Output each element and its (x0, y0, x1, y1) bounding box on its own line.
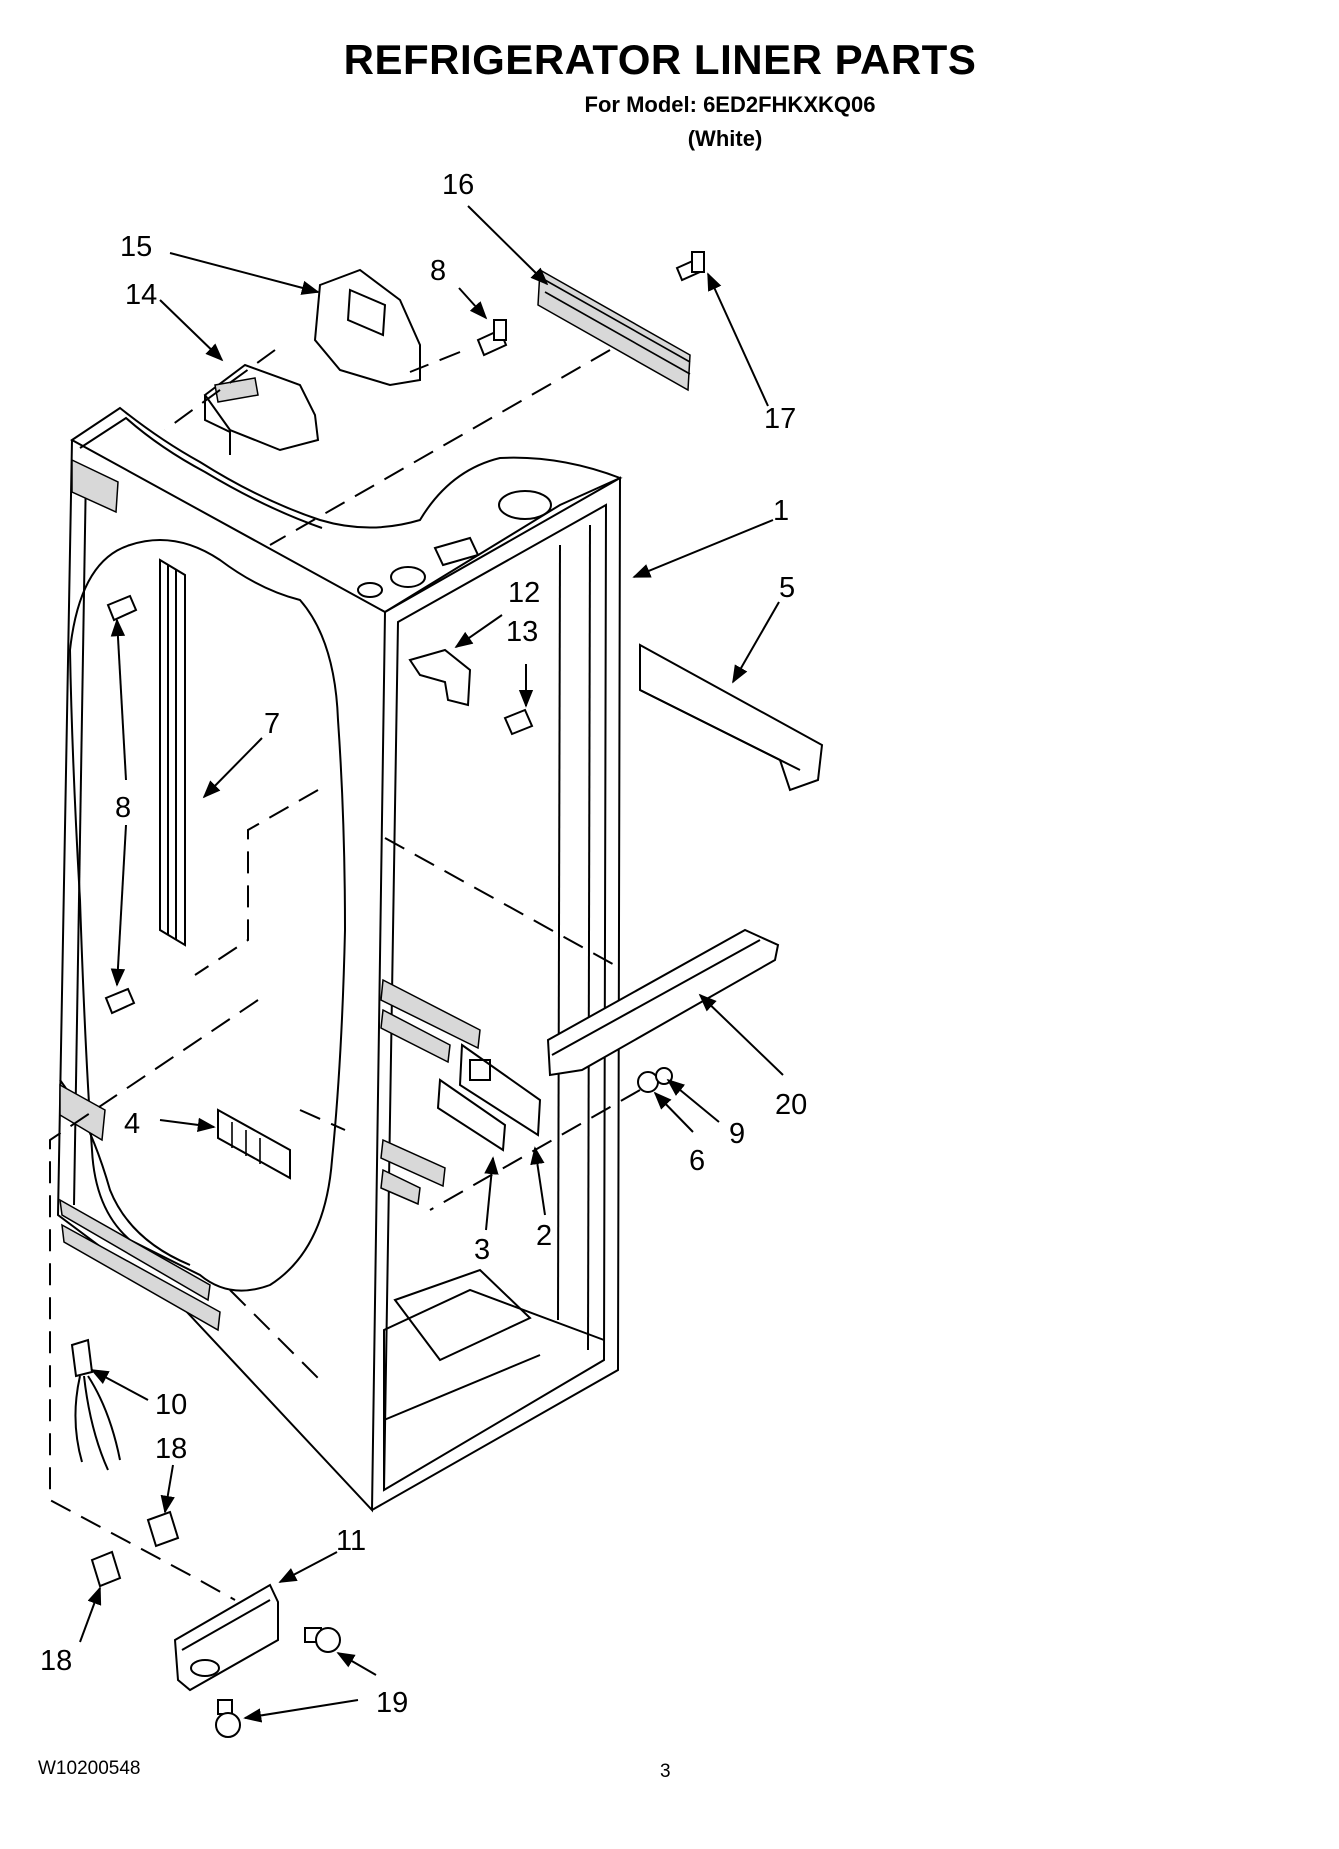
gasket-strip (537, 268, 691, 392)
screw-8-upper-left (106, 594, 138, 622)
bracket-12 (408, 648, 472, 707)
callout-20: 20 (775, 1089, 807, 1121)
callout-labels: 16 15 14 8 17 1 5 12 13 7 8 20 9 6 2 3 4… (40, 169, 807, 1719)
model-color: (White) (687, 126, 763, 151)
callout-4: 4 (124, 1108, 140, 1140)
screw-8-top (476, 319, 508, 357)
callout-9: 9 (729, 1118, 745, 1150)
callout-6: 6 (689, 1145, 705, 1177)
screw-13 (503, 708, 534, 736)
callout-15: 15 (120, 231, 152, 263)
callout-11: 11 (336, 1525, 366, 1557)
callout-13: 13 (506, 616, 538, 648)
callout-18-lower: 18 (40, 1645, 72, 1677)
light-housing-11 (173, 1583, 279, 1692)
bulb-19-b (215, 1699, 241, 1738)
callout-7: 7 (264, 708, 280, 740)
screw-8-lower-left (104, 987, 136, 1015)
callout-19: 19 (376, 1687, 408, 1719)
callout-5: 5 (779, 572, 795, 604)
document-number: W10200548 (38, 1758, 141, 1779)
rail-3 (436, 1078, 507, 1152)
callout-3: 3 (474, 1234, 490, 1266)
fastener-6-9 (637, 1067, 673, 1093)
wire-harness-10 (70, 1338, 121, 1471)
socket-18-b (90, 1550, 122, 1588)
callout-14: 14 (125, 279, 157, 311)
shelf-trim-5 (639, 643, 824, 792)
callout-8-left: 8 (115, 792, 131, 824)
model-number: For Model: 6ED2FHKXKQ06 (584, 92, 876, 117)
vent-4 (217, 1108, 291, 1180)
callout-18-upper: 18 (155, 1433, 187, 1465)
callout-16: 16 (442, 169, 474, 201)
bulb-19-a (304, 1627, 341, 1653)
callout-10: 10 (155, 1389, 187, 1421)
callout-8-top: 8 (430, 255, 446, 287)
assembly-lines (49, 349, 641, 1601)
socket-18-a (146, 1510, 180, 1548)
refrigerator-liner (56, 406, 623, 1513)
callout-1: 1 (773, 495, 789, 527)
page-title: REFRIGERATOR LINER PARTS (343, 36, 977, 83)
shelf-rail (159, 558, 186, 947)
control-bracket (313, 268, 421, 387)
control-housing (203, 363, 320, 455)
callout-17: 17 (764, 403, 796, 435)
leader-arrows (79, 205, 784, 1723)
screw-17 (675, 251, 705, 282)
callout-12: 12 (508, 577, 540, 609)
cross-support-20 (546, 928, 780, 1077)
callout-2: 2 (536, 1220, 552, 1252)
rail-2 (458, 1043, 542, 1137)
page-number: 3 (660, 1761, 671, 1782)
